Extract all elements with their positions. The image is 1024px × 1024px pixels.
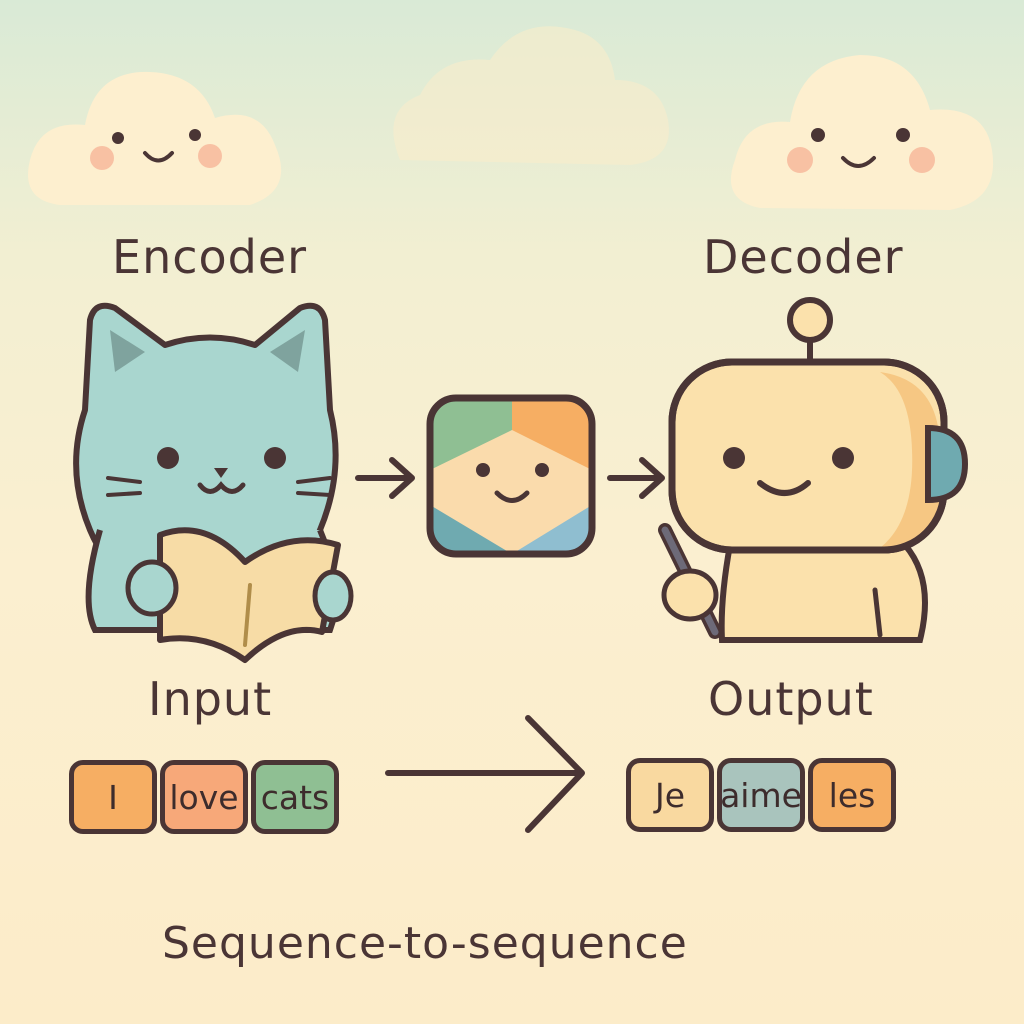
- decoder-label: Decoder: [703, 230, 904, 284]
- input-label: Input: [148, 672, 273, 726]
- cloud-icon: [393, 26, 669, 165]
- pen-icon: [658, 523, 722, 639]
- arrow-icon: [385, 715, 585, 833]
- cloud-icon: [730, 55, 994, 210]
- arrow-icon: [355, 457, 415, 499]
- input-token: love: [160, 760, 248, 834]
- output-token: Je: [626, 758, 714, 832]
- output-token: aime: [717, 758, 805, 832]
- output-token-sequence: Je aime les: [626, 758, 899, 832]
- diagram-title: Sequence-to-sequence: [162, 918, 688, 969]
- input-token: I: [69, 760, 157, 834]
- input-token: cats: [251, 760, 339, 834]
- encoder-label: Encoder: [112, 230, 308, 284]
- output-token: les: [808, 758, 896, 832]
- input-token-sequence: I love cats: [69, 760, 342, 834]
- context-vector-icon: [426, 394, 596, 558]
- robot-icon: [668, 297, 969, 643]
- book-icon: [125, 527, 354, 663]
- arrow-icon: [607, 457, 665, 499]
- cloud-icon: [28, 71, 282, 205]
- output-label: Output: [708, 672, 874, 726]
